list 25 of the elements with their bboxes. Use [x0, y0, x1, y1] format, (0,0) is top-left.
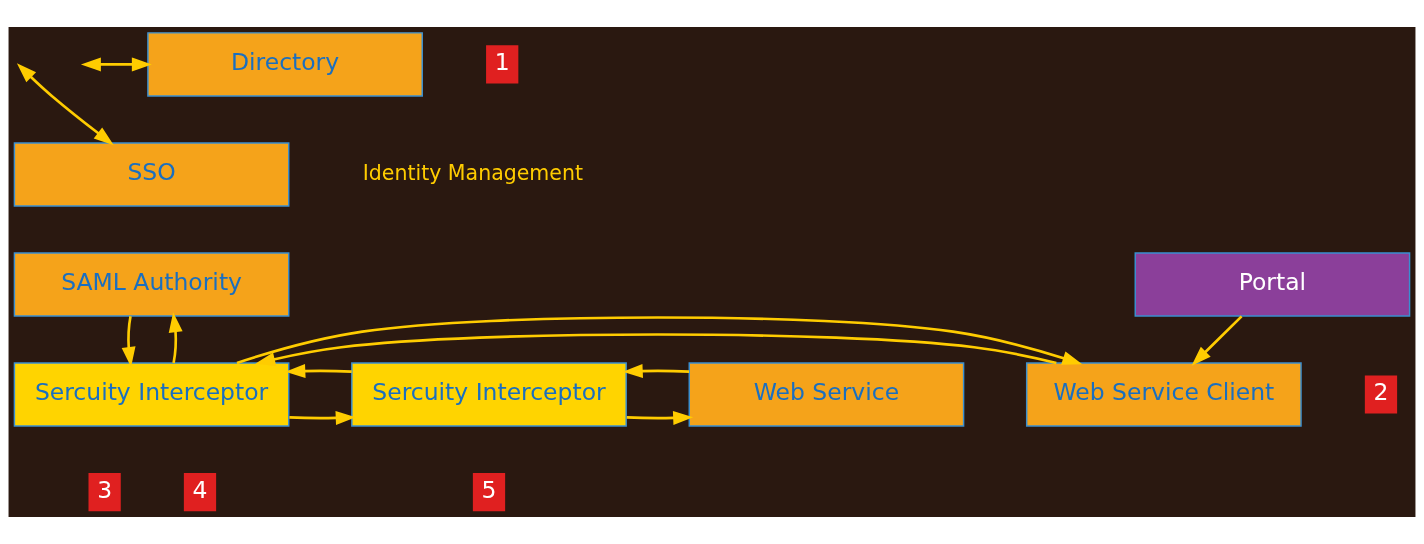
arrow: [1191, 315, 1243, 366]
label: Identity Management: [362, 160, 584, 185]
node-box: Web Service Client: [1025, 362, 1302, 427]
arrow: [289, 410, 356, 425]
label: 5: [481, 475, 497, 504]
node-box: SSO: [13, 142, 290, 207]
node-box: SAML Authority: [13, 252, 290, 317]
label: 2: [1373, 378, 1389, 407]
arrow: [626, 410, 694, 425]
label: 4: [192, 475, 208, 504]
arrow: [255, 333, 1057, 367]
label: 1: [494, 47, 510, 76]
arrow: [168, 312, 183, 364]
node-box: Directory: [147, 32, 423, 97]
arrow: [80, 57, 152, 72]
arrow: [121, 316, 136, 367]
node-box: Web Service: [688, 362, 965, 427]
arrow: [285, 364, 352, 378]
node-box: Sercuity Interceptor: [351, 362, 627, 427]
node-box: Sercuity Interceptor: [13, 362, 290, 427]
arrow: [622, 364, 690, 378]
label: 3: [97, 475, 113, 504]
arrow: [16, 63, 114, 146]
arrow: [236, 316, 1083, 365]
node-box: Portal: [1134, 252, 1411, 317]
